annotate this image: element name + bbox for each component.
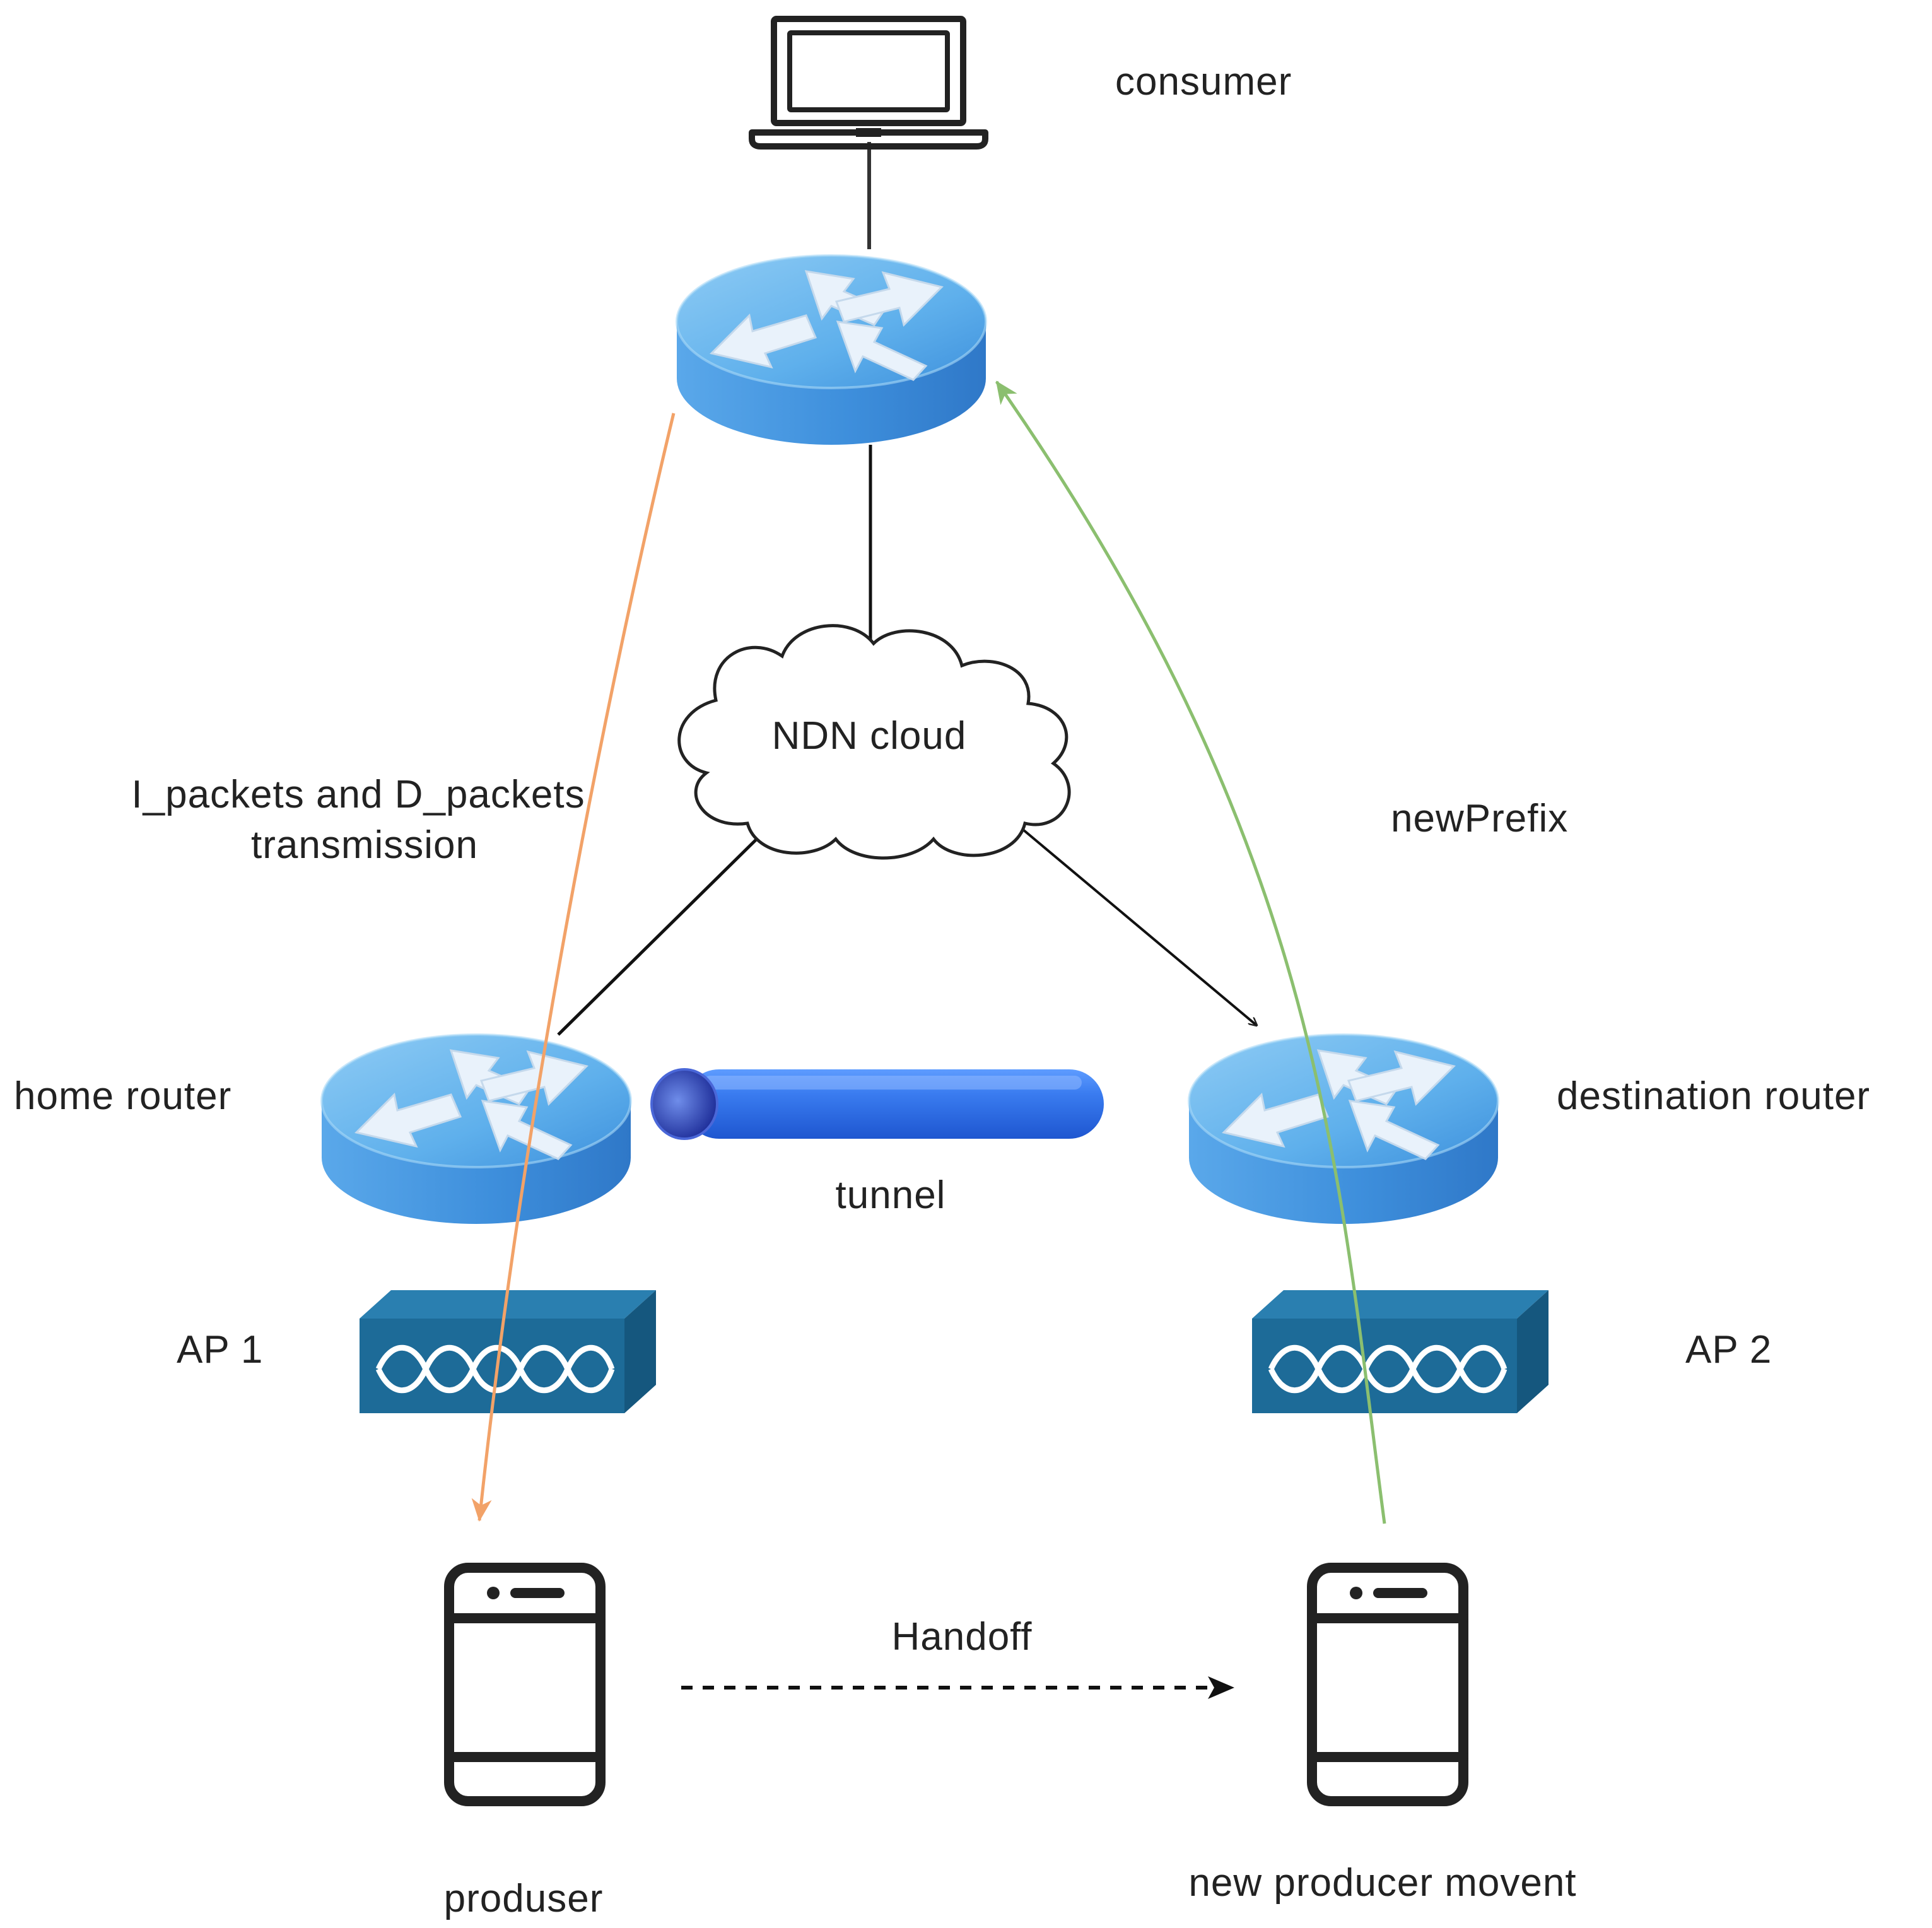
access-point-1-icon [360, 1290, 656, 1413]
cloud-to-destination-router-link [1014, 822, 1256, 1025]
packets-label-line1: I_packets and D_packets [131, 773, 585, 816]
consumer-label: consumer [1115, 60, 1292, 103]
new-prefix-flow-arrow [995, 380, 1386, 1524]
home-router-label: home router [14, 1074, 231, 1118]
laptop-icon [749, 16, 988, 150]
destination-router-icon [1188, 1033, 1499, 1225]
producer-phone-icon [449, 1568, 600, 1801]
ap2-label: AP 2 [1685, 1328, 1772, 1372]
destination-router-label: destination router [1557, 1074, 1870, 1118]
cloud-icon [677, 624, 1071, 860]
packets-label-line2: transmission [251, 823, 478, 867]
handoff-label: Handoff [891, 1615, 1032, 1659]
producer-label: produser [444, 1877, 604, 1920]
tunnel-pipe-icon [650, 1068, 1104, 1140]
cloud-to-home-router-link [557, 822, 774, 1036]
access-point-2-icon [1252, 1290, 1549, 1413]
ndn-cloud-label: NDN cloud [772, 714, 967, 758]
new-prefix-label: newPrefix [1391, 797, 1568, 840]
ap1-label: AP 1 [177, 1328, 263, 1372]
new-producer-phone-icon [1312, 1568, 1463, 1801]
new-producer-label: new producer movent [1188, 1861, 1576, 1905]
home-router-icon [320, 1033, 632, 1225]
packet-transmission-flow-arrow [471, 413, 676, 1522]
core-router-icon [676, 254, 987, 446]
tunnel-label: tunnel [836, 1173, 946, 1217]
